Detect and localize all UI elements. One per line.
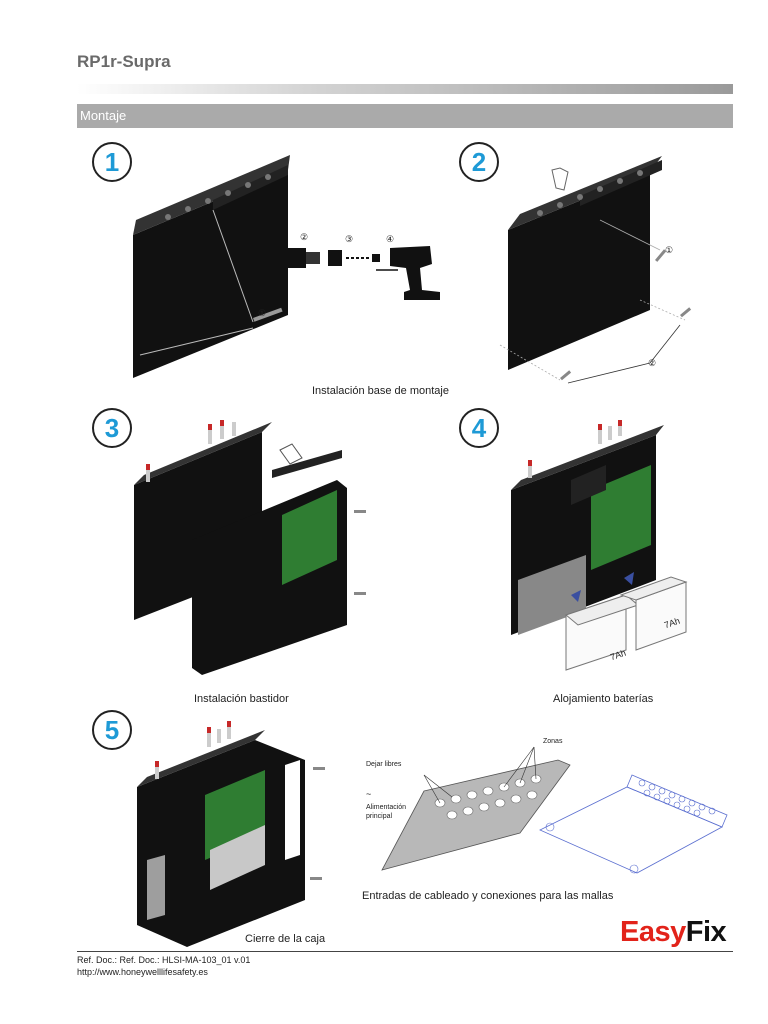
title-gradient-bar — [77, 84, 733, 94]
cable-entries-illustration — [381, 746, 728, 874]
step-number-1: 1 — [92, 142, 132, 182]
section-title: Montaje — [80, 108, 127, 123]
step2-callout-1: ① — [665, 245, 674, 255]
caption-cableado: Entradas de cableado y conexiones para l… — [362, 890, 614, 902]
section-bar — [77, 104, 733, 128]
easyfix-logo: EasyFix — [620, 916, 727, 949]
footer-url: http://www.honeywelllifesafety.es — [77, 967, 208, 977]
step-number-2: 2 — [459, 142, 499, 182]
step-number-5: 5 — [92, 710, 132, 750]
drill-illustration — [282, 246, 440, 300]
logo-part-easy: Easy — [620, 916, 686, 948]
logo-part-fix: Fix — [685, 916, 727, 948]
caption-cierre: Cierre de la caja — [245, 933, 326, 945]
step1-panel-illustration — [133, 155, 290, 378]
label-zonas: Zonas — [543, 738, 563, 745]
caption-bastidor: Instalación bastidor — [194, 693, 289, 705]
document-title: RP1r-Supra — [77, 52, 171, 71]
footer-divider — [77, 951, 733, 952]
step4-battery-illustration — [511, 420, 688, 671]
step1-callout-1: ① — [258, 308, 267, 318]
step5-closure-illustration — [137, 721, 325, 947]
label-dejar-libres: Dejar libres — [366, 761, 402, 768]
document-reference: Ref. Doc.: Ref. Doc.: HLSI-MA-103_01 v.0… — [77, 955, 251, 965]
step1-callout-4: ④ — [386, 234, 395, 244]
step3-rack-illustration — [134, 420, 366, 675]
label-tilde: ~ — [366, 789, 372, 799]
label-alimentacion: Alimentación — [366, 804, 407, 811]
caption-base: Instalación base de montaje — [312, 385, 449, 397]
label-principal: principal — [366, 813, 393, 820]
step2-callout-2: ② — [648, 358, 657, 368]
step-number-4: 4 — [459, 408, 499, 448]
caption-baterias: Alojamiento baterías — [553, 693, 654, 705]
step-number-3: 3 — [92, 408, 132, 448]
step2-panel-illustration — [499, 156, 692, 384]
step1-callout-3: ③ — [345, 234, 354, 244]
step1-callout-2: ② — [300, 232, 309, 242]
